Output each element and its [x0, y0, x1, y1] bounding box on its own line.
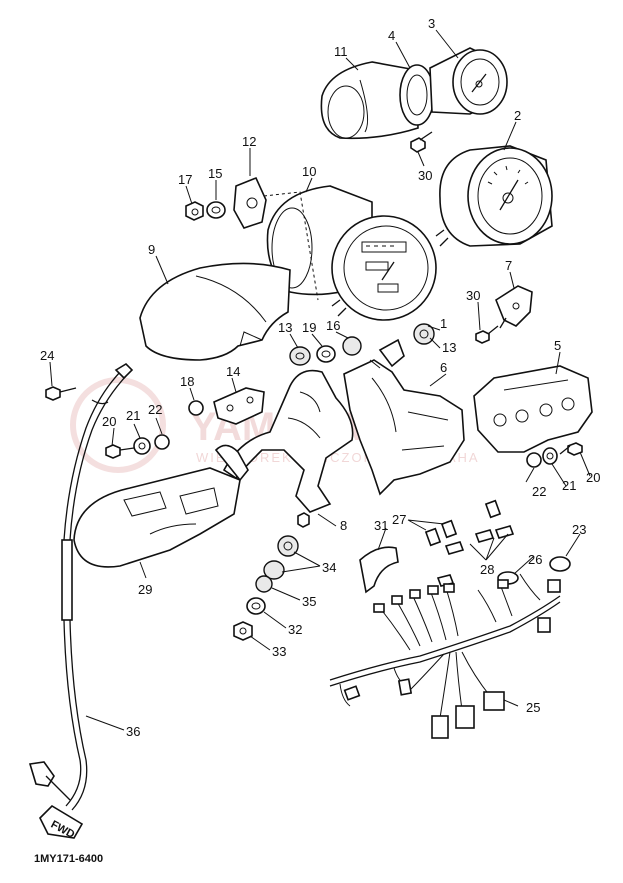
- part-3-small-gauge: [429, 47, 508, 115]
- callout-36: 36: [126, 724, 140, 739]
- part-27-bulb-sockets: [424, 499, 502, 547]
- callout-19: 19: [302, 320, 316, 335]
- callout-6: 6: [440, 360, 447, 375]
- part-17-nut: [185, 201, 204, 221]
- callout-10: 10: [302, 164, 316, 179]
- callout-4: 4: [388, 28, 395, 43]
- callout-5: 5: [554, 338, 561, 353]
- part-30-screw-top: [410, 131, 433, 153]
- part-19-washer: [316, 345, 336, 363]
- callout-8: 8: [340, 518, 347, 533]
- part-30-screw-right: [475, 325, 499, 344]
- part-35-collar: [255, 575, 273, 593]
- part-21-washer-left: [133, 437, 151, 455]
- part-15-washer: [206, 201, 226, 219]
- leader-lines: [49, 29, 591, 731]
- callout-35: 35: [302, 594, 316, 609]
- part-13-grommet-right: [413, 323, 435, 345]
- callout-33: 33: [272, 644, 286, 659]
- callout-24: 24: [40, 348, 54, 363]
- part-24-screw: [45, 386, 77, 401]
- callout-17: 17: [178, 172, 192, 187]
- part-31-wire-bracket: [359, 546, 399, 594]
- callout-32: 32: [288, 622, 302, 637]
- part-23-bulb: [549, 556, 571, 572]
- part-13-grommet-left: [289, 346, 311, 366]
- part-12-switch: [233, 176, 319, 301]
- part-25-wire-harness: [329, 573, 561, 739]
- callout-14: 14: [226, 364, 240, 379]
- part-8-meter-bracket: [214, 369, 354, 528]
- callout-13-right: 13: [442, 340, 456, 355]
- callout-labels: 11 4 3 2 30 12 10 15 17 9 7 30 1 13 13 1…: [40, 16, 600, 739]
- callout-16: 16: [326, 318, 340, 333]
- callout-28: 28: [480, 562, 494, 577]
- callout-21-right: 21: [562, 478, 576, 493]
- part-2-gauge: [435, 145, 553, 247]
- callout-1: 1: [440, 316, 447, 331]
- catalog-code: 1MY171-6400: [34, 853, 103, 865]
- part-33-nut: [233, 621, 253, 641]
- part-22-washer-right: [526, 452, 542, 468]
- part-29-bottom-cover: [73, 467, 241, 568]
- part-4-bezel-ring: [399, 64, 435, 126]
- part-18-washer: [188, 400, 204, 416]
- part-9-meter-cover: [139, 262, 291, 361]
- callout-3: 3: [428, 16, 435, 31]
- callout-13-left: 13: [278, 320, 292, 335]
- callout-31: 31: [374, 518, 388, 533]
- callout-7: 7: [505, 258, 512, 273]
- part-20-screw-left: [105, 444, 135, 459]
- callout-22-left: 22: [148, 402, 162, 417]
- callout-25: 25: [526, 700, 540, 715]
- callout-15: 15: [208, 166, 222, 181]
- callout-23: 23: [572, 522, 586, 537]
- callout-34: 34: [322, 560, 336, 575]
- callout-26: 26: [528, 552, 542, 567]
- callout-12: 12: [242, 134, 256, 149]
- part-28-bulbs: [436, 525, 515, 587]
- callout-30-right: 30: [466, 288, 480, 303]
- part-34-grommets: [263, 535, 299, 580]
- callout-29: 29: [138, 582, 152, 597]
- part-5-indicator-panel: [473, 365, 593, 453]
- callout-9: 9: [148, 242, 155, 257]
- callout-30-top: 30: [418, 168, 432, 183]
- part-14-bracket-plate: [213, 387, 265, 425]
- callout-2: 2: [514, 108, 521, 123]
- part-11-housing-cup: [320, 61, 419, 140]
- callout-11: 11: [334, 44, 348, 59]
- part-21-washer-right: [542, 447, 558, 465]
- callout-20-right: 20: [586, 470, 600, 485]
- callout-27: 27: [392, 512, 406, 527]
- part-20-screw-right: [559, 442, 583, 456]
- fwd-arrow: FWD: [39, 804, 84, 841]
- part-6-housing-frame: [343, 338, 465, 496]
- part-16-grommet: [342, 336, 362, 356]
- part-1-main-gauge: [331, 215, 437, 321]
- callout-20-left: 20: [102, 414, 116, 429]
- callout-22-right: 22: [532, 484, 546, 499]
- part-36-cable: [28, 362, 134, 811]
- callout-21-left: 21: [126, 408, 140, 423]
- part-32-washer: [246, 597, 266, 615]
- callout-18: 18: [180, 374, 194, 389]
- part-22-washer-left: [154, 434, 170, 450]
- part-7-bracket: [495, 285, 533, 329]
